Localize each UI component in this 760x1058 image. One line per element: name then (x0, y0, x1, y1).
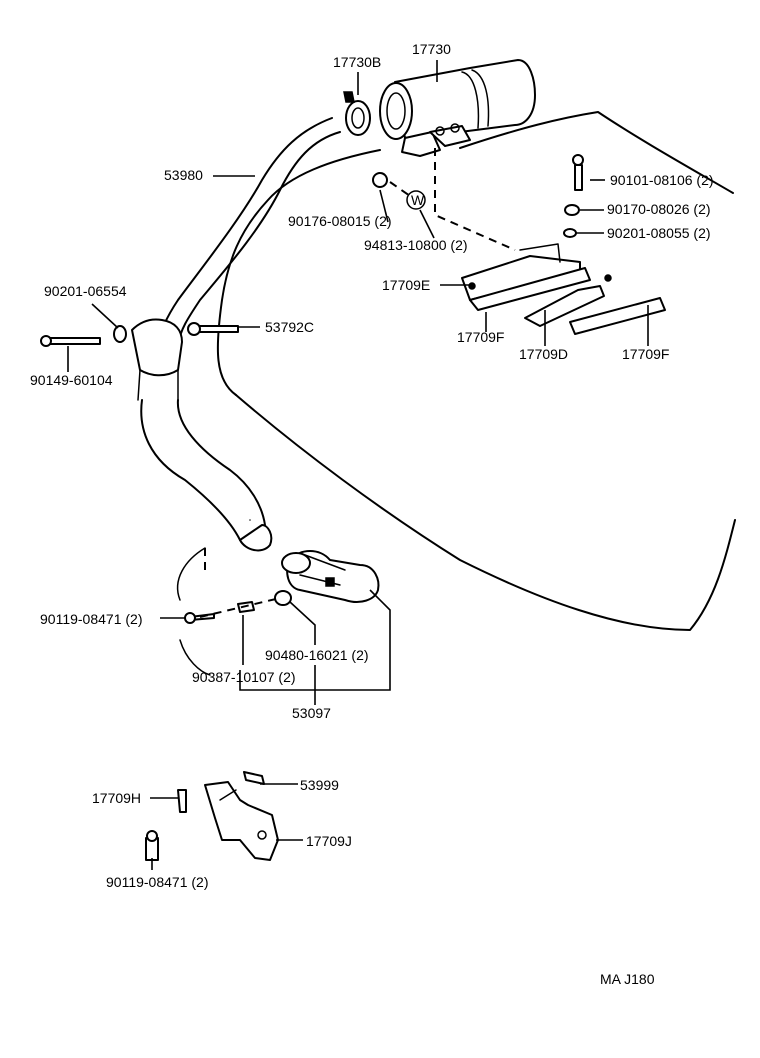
callout-washer-plate: 94813-10800 (2) (364, 237, 468, 253)
callout-intake-hose: 53980 (164, 167, 203, 183)
callout-grommet-b: 90480-16021 (2) (265, 647, 369, 663)
intake-hose-part (131, 117, 341, 552)
callout-grommet-a: 90176-08015 (2) (288, 213, 392, 229)
callout-bolt-lower: 90119-08471 (2) (40, 611, 142, 627)
body-outline (216, 111, 736, 631)
callout-hose-clamp: 17730B (333, 54, 381, 70)
callout-washer-left: 90201-06554 (44, 283, 127, 299)
svg-text:W: W (411, 192, 425, 208)
leader-lines (67, 60, 649, 870)
diagram-code: MA J180 (600, 971, 655, 987)
callout-bolt-bottom: 90119-08471 (2) (106, 874, 208, 890)
inlet-duct-part (281, 550, 380, 603)
callout-bolt-top: 90101-08106 (2) (610, 172, 714, 188)
callout-plate-f-right: 17709F (622, 346, 669, 362)
callout-bolt-left: 90149-60104 (30, 372, 113, 388)
callout-clip: 53999 (300, 777, 339, 793)
callout-air-cleaner: 17730 (412, 41, 451, 57)
callout-bracket-j: 17709J (306, 833, 352, 849)
hose-clamp-part (343, 91, 371, 136)
callout-clamp-bolt: 53792C (265, 319, 314, 335)
callout-bracket-h: 17709H (92, 790, 141, 806)
callout-inlet-duct: 53097 (292, 705, 331, 721)
indication-lines (176, 148, 516, 676)
bracket-group (461, 243, 666, 335)
callout-labels: 17730 17730B 53980 90176-08015 (2) 94813… (30, 41, 714, 890)
callout-plate-f-left: 17709F (457, 329, 504, 345)
lower-bracket-group (145, 771, 279, 861)
callout-collar: 90387-10107 (2) (192, 669, 296, 685)
callout-washer-top: 90201-08055 (2) (607, 225, 711, 241)
callout-bracket-e: 17709E (382, 277, 430, 293)
callout-bracket-d: 17709D (519, 346, 568, 362)
air-cleaner-part (379, 59, 536, 157)
callout-nut-top: 90170-08026 (2) (607, 201, 711, 217)
